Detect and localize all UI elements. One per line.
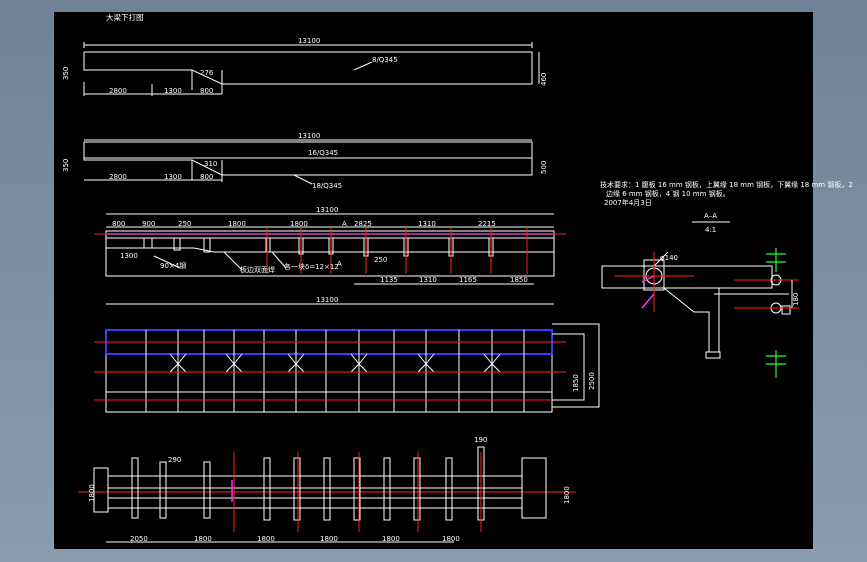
view2-right-height: 500 [540, 161, 548, 174]
view3-stiffeners [143, 237, 494, 257]
notes-line-1: 技术要求：1 腹板 16 mm 钢板，上翼缘 18 mm 钢板，下翼缘 18 m… [600, 180, 853, 189]
view1-material-label: 8/Q345 [372, 56, 398, 64]
view3-note-bottom: 90×4钢 [160, 261, 186, 270]
view3-top-dim-7: 1310 [418, 220, 436, 228]
section-a-a: A–A 4:1 φ140 180 [601, 212, 800, 378]
section-phi-dim: φ140 [660, 254, 678, 262]
view3-weld-note: 板边双面焊 [240, 265, 275, 274]
notes-line-2: 边缘 6 mm 钢板，4 钢 10 mm 钢板。 [606, 189, 730, 198]
view2-bottom-dim-3: 800 [200, 173, 213, 181]
notes-date: 2007年4月3日 [604, 198, 652, 207]
view5-bottom-dim-1: 2050 [130, 535, 148, 543]
view3-bottom-dim-4: 1850 [510, 276, 528, 284]
view1-beam-elevation: 13100 2800 1300 800 276 8/Q345 350 460 [62, 37, 548, 96]
view5-bottom-plan: 2050 1800 1800 1800 1800 1800 190 290 18… [78, 436, 576, 543]
cad-drawing: 大梁下打图 13100 2800 1300 800 276 8/Q345 350… [62, 12, 853, 543]
view3-overall-dim: 13100 [316, 206, 338, 214]
view3-top-dim-1: 800 [112, 220, 125, 228]
view2-top-material: 16/Q345 [308, 149, 338, 157]
view5-dim-290: 290 [168, 456, 181, 464]
section-title: A–A [704, 212, 717, 220]
view3-bottom-dim-3: 1165 [459, 276, 477, 284]
view5-bottom-dim-4: 1800 [320, 535, 338, 543]
view4-overall-dim: 13100 [316, 296, 338, 304]
view5-bottom-dim-2: 1800 [194, 535, 212, 543]
section-scale: 4:1 [705, 226, 716, 234]
view3-top-dim-3: 250 [178, 220, 191, 228]
drawing-title: 大梁下打图 [106, 12, 144, 22]
view3-bottom-dim-1: 1135 [380, 276, 398, 284]
section-height-dim: 180 [792, 293, 800, 306]
view3-left-bottom-dim: 1300 [120, 252, 138, 260]
view5-right-height: 1800 [563, 486, 571, 504]
view1-right-height: 460 [540, 73, 548, 86]
technical-notes: 技术要求：1 腹板 16 mm 钢板，上翼缘 18 mm 钢板，下翼缘 18 m… [600, 180, 853, 207]
view3-small-dim: 250 [374, 256, 387, 264]
view1-step-dim: 276 [200, 69, 214, 77]
view5-cross-members [131, 446, 485, 521]
view5-bottom-dim-6: 1800 [442, 535, 460, 543]
view3-top-dim-6: 2825 [354, 220, 372, 228]
view5-left-height: 1800 [88, 484, 96, 502]
view4-width-dim-2: 2500 [588, 372, 596, 390]
view3-bottom-dim-2: 1310 [419, 276, 437, 284]
view2-left-height: 350 [62, 159, 70, 172]
drawing-canvas[interactable]: 大梁下打图 13100 2800 1300 800 276 8/Q345 350… [54, 12, 853, 549]
view1-bottom-dim-3: 800 [200, 87, 213, 95]
view1-bottom-dim-2: 1300 [164, 87, 182, 95]
view3-top-dim-5: 1800 [290, 220, 308, 228]
view4-width-dim-1: 1850 [572, 374, 580, 392]
view2-step-dim: 310 [204, 160, 217, 168]
view2-bottom-dim-2: 1300 [164, 173, 182, 181]
view5-bottom-dim-3: 1800 [257, 535, 275, 543]
view1-overall-dim: 13100 [298, 37, 320, 45]
view1-left-height: 350 [62, 67, 70, 80]
view2-bottom-material: 18/Q345 [312, 182, 342, 190]
view3-top-dim-8: 2215 [478, 220, 496, 228]
view3-top-dim-4: 1800 [228, 220, 246, 228]
view3-plate-note: 各一块δ=12×12 [284, 262, 339, 271]
view3-section-mark-top: A [342, 220, 347, 228]
view3-top-dim-2: 900 [142, 220, 155, 228]
view4-plan-view: 13100 [94, 296, 600, 413]
view2-overall-dim: 13100 [298, 132, 320, 140]
view3-section-mark-bottom: A [337, 260, 342, 268]
view5-bottom-dim-5: 1800 [382, 535, 400, 543]
view4-bays [145, 330, 525, 412]
view2-bottom-dim-1: 2800 [109, 173, 127, 181]
view2-beam-elevation: 13100 2800 1300 800 310 16/Q345 18/Q345 … [62, 132, 548, 190]
view5-top-dim: 190 [474, 436, 487, 444]
view3-side-elevation: 13100 800 900 250 1800 1800 [94, 206, 566, 285]
view1-bottom-dim-1: 2800 [109, 87, 127, 95]
